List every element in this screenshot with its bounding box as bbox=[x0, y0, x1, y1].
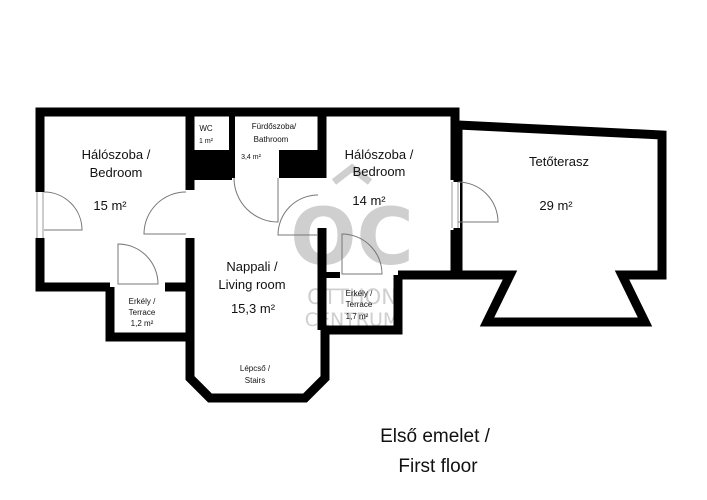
stairs-name-en: Stairs bbox=[245, 376, 265, 385]
floor-title: Első emelet / First floor bbox=[380, 426, 491, 477]
living-room-name-en: Living room bbox=[218, 277, 285, 292]
door-arc-bathroom bbox=[233, 177, 279, 223]
watermark-roof-icon bbox=[331, 163, 373, 185]
watermark-monogram: OC bbox=[290, 193, 414, 283]
doors bbox=[35, 177, 499, 285]
wc-area: 1 m² bbox=[199, 138, 214, 145]
wall-roof-terrace bbox=[453, 120, 667, 327]
bedroom1-area: 15 m² bbox=[93, 198, 127, 213]
living-room-name-hu: Nappali / bbox=[226, 259, 278, 274]
living-room-area: 15,3 m² bbox=[231, 301, 276, 316]
door-arc-terrace2 bbox=[341, 233, 383, 275]
wall-terrace1 bbox=[105, 287, 190, 342]
bathroom-name-hu: Fürdőszoba/ bbox=[252, 122, 297, 131]
floor-title-line1: Első emelet / bbox=[380, 426, 491, 447]
terrace1-name-hu: Erkély / bbox=[129, 297, 156, 306]
room-labels: Hálószoba / Bedroom 15 m² WC 1 m² Fürdős… bbox=[82, 122, 589, 385]
bedroom2-area: 14 m² bbox=[352, 193, 386, 208]
door-arc-bedroom1 bbox=[143, 191, 187, 235]
door-arc-bedroom2 bbox=[277, 194, 319, 236]
roof-terrace-area: 29 m² bbox=[539, 198, 573, 213]
bedroom1-name-hu: Hálószoba / bbox=[82, 147, 151, 162]
bedroom2-name-en: Bedroom bbox=[353, 164, 406, 179]
wc-name: WC bbox=[199, 124, 213, 133]
bedroom1-name-en: Bedroom bbox=[90, 165, 143, 180]
wall-bath-block bbox=[279, 150, 322, 178]
walls bbox=[35, 107, 667, 403]
wall-wc-block bbox=[190, 150, 232, 180]
bedroom2-name-hu: Hálószoba / bbox=[345, 147, 414, 162]
terrace2-name-en: Terrace bbox=[346, 300, 373, 309]
terrace1-area: 1,2 m² bbox=[131, 319, 154, 328]
floor-title-line2: First floor bbox=[398, 456, 478, 477]
bathroom-name-en: Bathroom bbox=[254, 135, 289, 144]
terrace2-area: 1,7 m² bbox=[346, 312, 369, 321]
door-arc-terrace1 bbox=[117, 243, 159, 285]
terrace2-name-hu: Erkély / bbox=[346, 289, 373, 298]
door-arc-roof-terrace bbox=[457, 181, 499, 223]
door-arc-bedroom1-window bbox=[43, 191, 83, 231]
bathroom-area: 3,4 m² bbox=[241, 154, 262, 161]
terrace1-name-en: Terrace bbox=[129, 308, 156, 317]
roof-terrace-name: Tetőterasz bbox=[529, 154, 589, 169]
wall-stairs bbox=[185, 330, 330, 403]
stairs-name-hu: Lépcső / bbox=[240, 364, 271, 373]
wall-terrace2 bbox=[325, 275, 403, 335]
